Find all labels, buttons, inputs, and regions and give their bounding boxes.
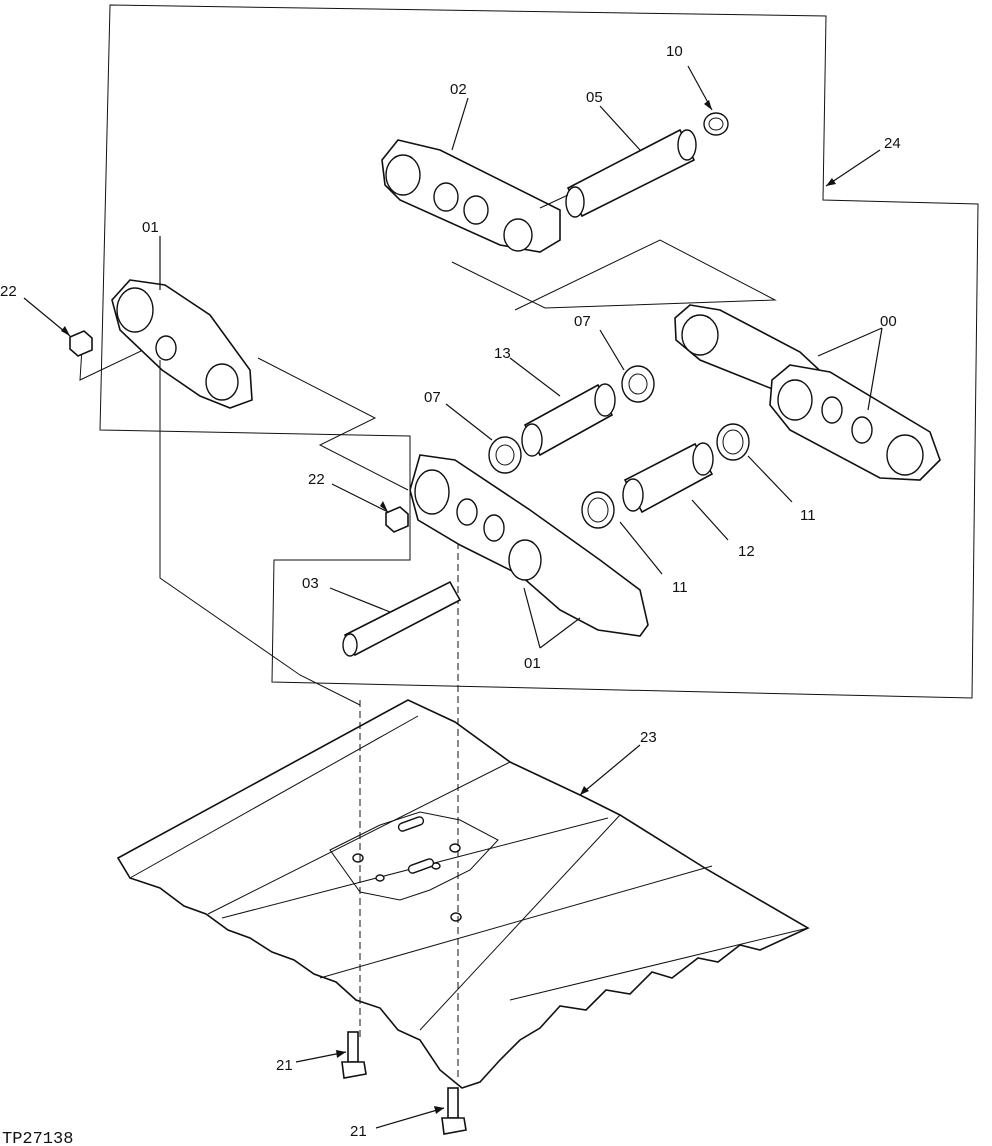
seal-07-lower xyxy=(488,436,522,474)
callout-21-left: 21 xyxy=(276,1057,293,1074)
snap-ring-10 xyxy=(703,112,729,136)
link-01-lower xyxy=(409,454,649,637)
pin-03 xyxy=(342,580,462,657)
seal-11-lower xyxy=(581,491,615,529)
callout-23: 23 xyxy=(640,729,657,746)
callout-03: 03 xyxy=(302,575,319,592)
callout-13: 13 xyxy=(494,345,511,362)
callout-12: 12 xyxy=(738,543,755,560)
callout-00: 00 xyxy=(880,313,897,330)
nut-22-upper xyxy=(69,330,93,357)
callout-07-upper: 07 xyxy=(574,313,591,330)
link-02 xyxy=(381,139,561,253)
callout-01-bottom: 01 xyxy=(524,655,541,672)
callout-01-top: 01 xyxy=(142,219,159,236)
nut-22-lower xyxy=(385,506,409,533)
connector-lines xyxy=(79,194,777,491)
callout-02: 02 xyxy=(450,81,467,98)
arrowheads xyxy=(61,100,836,1114)
bolt-left xyxy=(341,1031,367,1079)
callout-07-lower: 07 xyxy=(424,389,441,406)
callout-10: 10 xyxy=(666,43,683,60)
callout-21-bottom: 21 xyxy=(350,1123,367,1140)
callout-24: 24 xyxy=(884,135,901,152)
callout-22-lower: 22 xyxy=(308,471,325,488)
assembly-boundary xyxy=(99,4,979,699)
guide-line-left xyxy=(159,360,361,706)
track-shoe xyxy=(116,699,810,1089)
figure-id: TP27138 xyxy=(2,1130,73,1146)
bushing-13 xyxy=(521,383,616,457)
callout-11-lower: 11 xyxy=(672,579,688,596)
pin-05 xyxy=(565,128,697,218)
bolt-bottom xyxy=(441,1087,467,1135)
callout-22-upper: 22 xyxy=(0,283,17,300)
bushing-12 xyxy=(622,442,714,514)
link-01-upper xyxy=(111,279,253,409)
seal-11-right xyxy=(716,423,750,461)
link-00-front xyxy=(769,364,941,481)
callout-05: 05 xyxy=(586,89,603,106)
seal-07-upper xyxy=(621,365,655,403)
callout-11-right: 11 xyxy=(800,507,816,524)
leader-lines xyxy=(23,65,883,1129)
